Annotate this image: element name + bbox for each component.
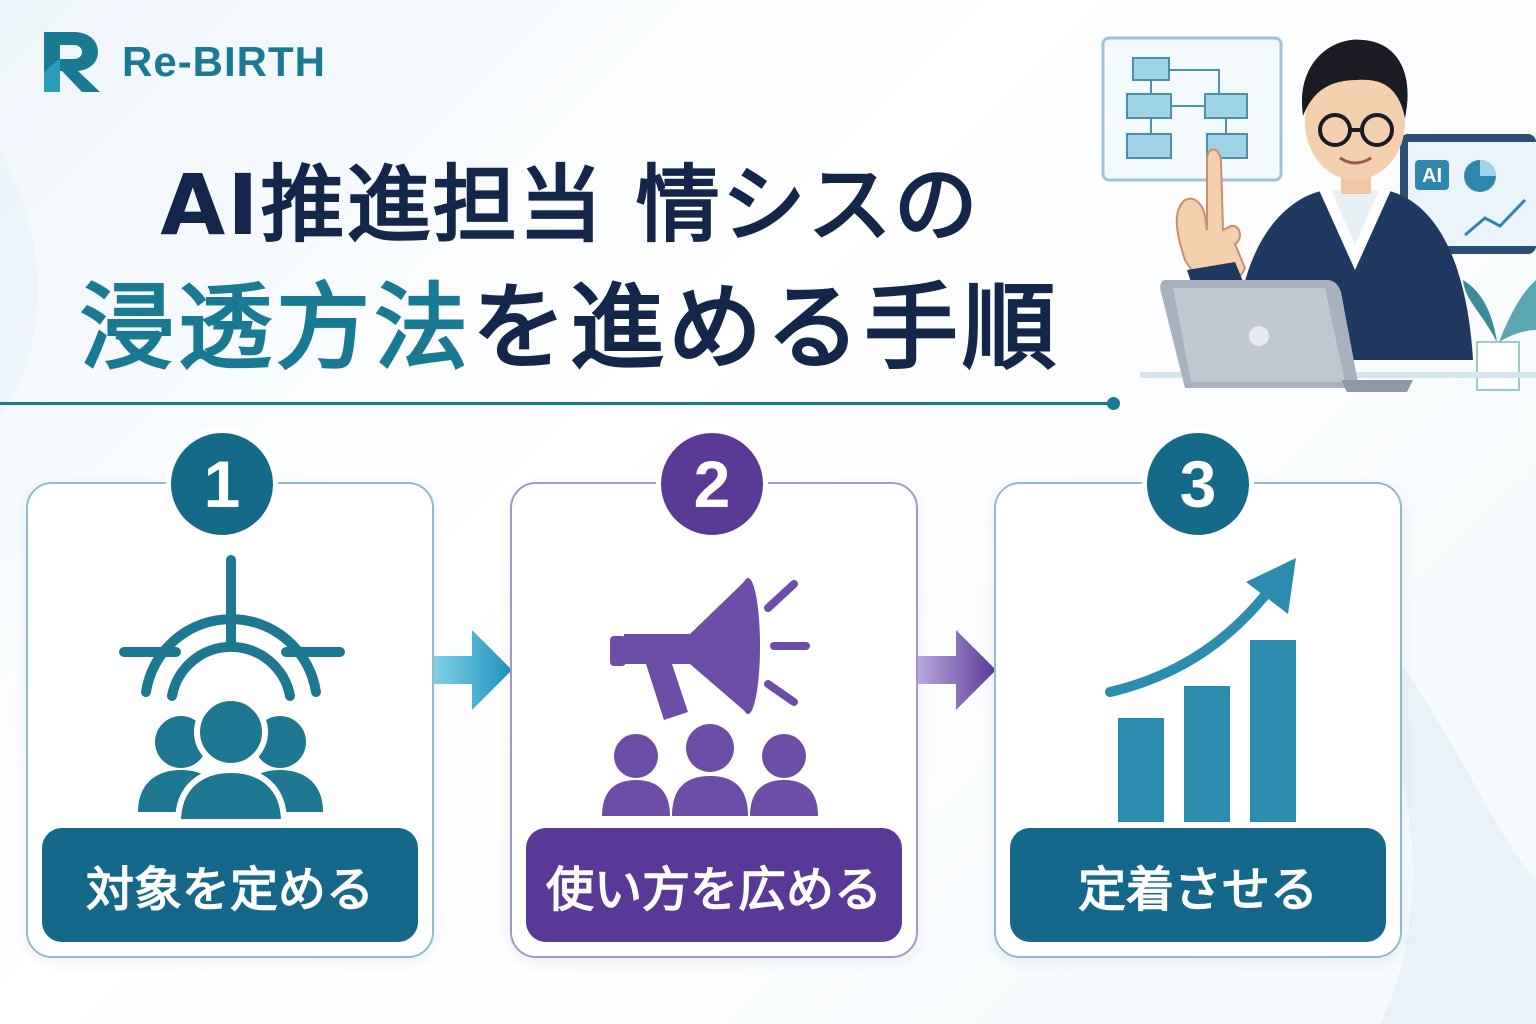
growth-chart-icon [1105,558,1296,822]
title-divider [0,402,1112,405]
page-title-line2: 浸透方法を進める手順 [0,252,1140,388]
flowchart-board-icon [1101,36,1283,182]
title-rest: を進める手順 [472,274,1061,383]
divider-dot [1107,397,1120,410]
megaphone-people-icon [602,578,818,816]
brand-logo[interactable]: Re-BIRTH [40,28,326,96]
step-card-1[interactable]: 対象を定める [26,482,434,958]
brand-name: Re-BIRTH [122,38,326,85]
step-label-3: 定着させる [1010,828,1386,942]
step-card-2[interactable]: 使い方を広める [510,482,918,958]
arrow-right-icon [918,630,996,710]
step-number-badge-2: 2 [656,428,768,540]
logo-r-icon [44,32,100,92]
arrow-right-icon [434,630,512,710]
step-label-2: 使い方を広める [526,828,902,942]
monitor-ai-badge: AI [1422,165,1442,187]
presenter-illustration: AI [1101,36,1536,392]
target-people-icon [119,555,345,824]
page-title-line1: AI推進担当 情シスの [160,156,980,254]
step-number-badge-1: 1 [166,428,278,540]
title-accent: 浸透方法 [79,274,472,383]
step-card-3[interactable]: 定着させる [994,482,1402,958]
step-number-badge-3: 3 [1142,428,1254,540]
step-label-1: 対象を定める [42,828,418,942]
